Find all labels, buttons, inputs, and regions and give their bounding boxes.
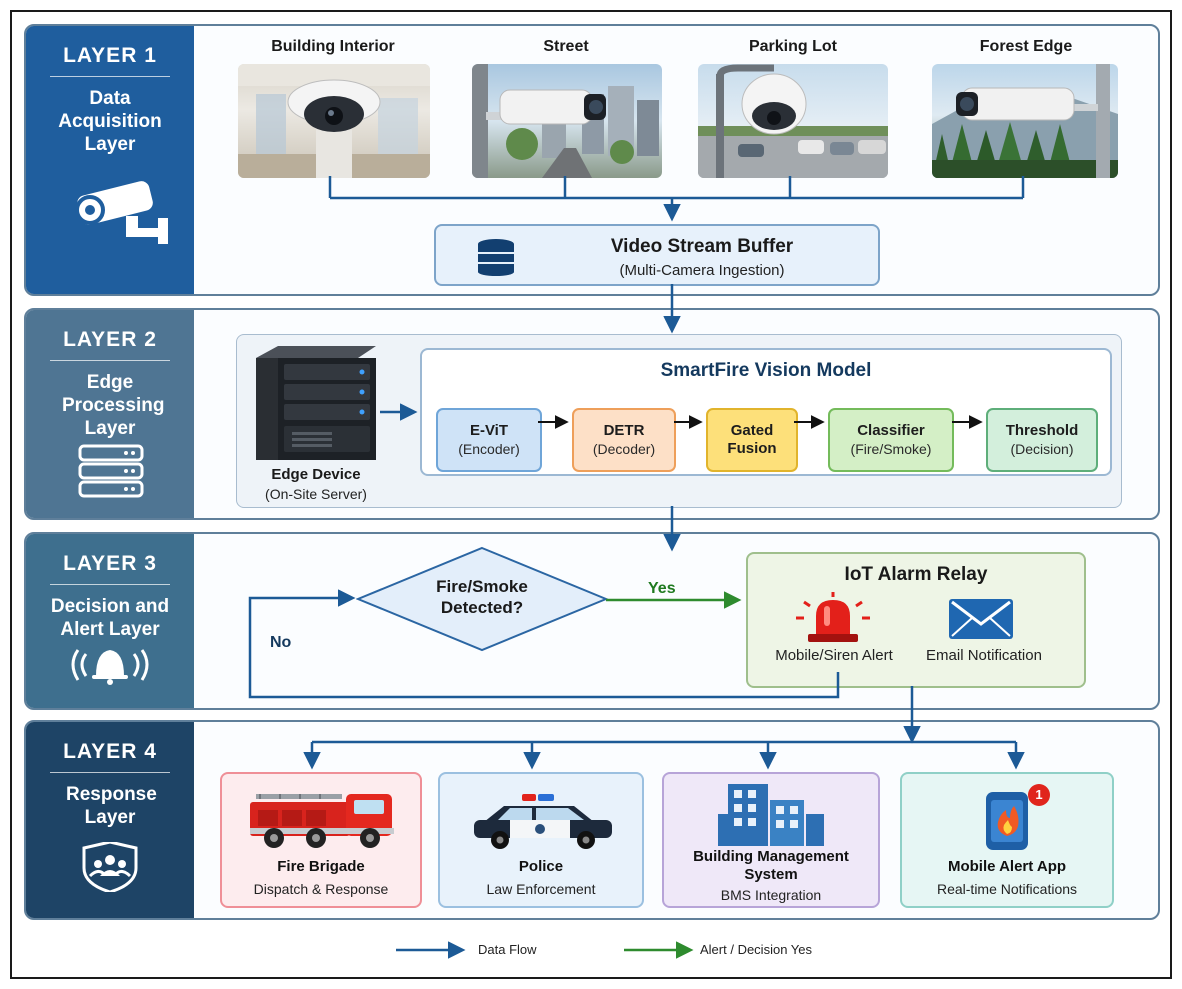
- stage-title: Classifier: [857, 422, 925, 439]
- no-label: No: [270, 634, 292, 651]
- stage-title: DETR: [603, 422, 645, 439]
- stage-title: E-ViT: [469, 422, 509, 439]
- responder-fire-brigade: Fire Brigade Dispatch & Response: [220, 772, 422, 908]
- divider: [50, 772, 170, 773]
- camera-label-parking-lot: Parking Lot: [748, 38, 837, 55]
- layer-name: Data Acquisition Layer: [58, 88, 162, 155]
- notification-badge: 1: [1028, 784, 1050, 806]
- police-car-icon: [470, 794, 616, 855]
- stage-subtitle: (Decoder): [592, 441, 656, 457]
- camera-label-forest-edge: Forest Edge: [979, 38, 1073, 55]
- layer-number: LAYER 3: [63, 552, 157, 575]
- stage-title: Threshold: [1005, 422, 1079, 439]
- layer-number: LAYER 1: [63, 44, 157, 67]
- stage-subtitle: (Decision): [1010, 441, 1074, 457]
- layer-3-panel: LAYER 3 Decision and Alert Layer: [26, 534, 194, 708]
- video-stream-buffer-box: Video Stream Buffer (Multi-Camera Ingest…: [434, 224, 880, 286]
- layer-1-panel: LAYER 1 Data Acquisition Layer: [26, 26, 194, 294]
- layer-3: LAYER 3 Decision and Alert Layer Fire/Sm…: [24, 532, 1160, 710]
- layer-2-panel: LAYER 2 Edge Processing Layer: [26, 310, 194, 518]
- siren-alert-label: Mobile/Siren Alert: [775, 647, 893, 664]
- divider: [50, 76, 170, 77]
- legend-alert-label: Alert / Decision Yes: [700, 942, 813, 957]
- stage-subtitle: (Encoder): [458, 441, 520, 457]
- responder-police: Police Law Enforcement: [438, 772, 644, 908]
- stage-e-vit: E-ViT (Encoder): [436, 408, 542, 472]
- responder-subtitle: Real-time Notifications: [936, 881, 1078, 897]
- phone-fire-icon: [980, 780, 1050, 857]
- email-notification-label: Email Notification: [926, 647, 1042, 664]
- stage-title: Gated Fusion: [727, 422, 777, 457]
- layer-4-panel: LAYER 4 Response Layer: [26, 722, 194, 918]
- edge-device-title: Edge Device: [271, 466, 361, 483]
- smartfire-vision-model-box: SmartFire Vision Model E-ViT (Encoder) D…: [420, 348, 1112, 476]
- iot-alarm-relay-box: IoT Alarm Relay Mobile/Siren Alert E: [746, 552, 1086, 688]
- server-tower-icon: [248, 344, 384, 467]
- buffer-title: Video Stream Buffer: [610, 236, 794, 257]
- layer-2: LAYER 2 Edge Processing Layer: [24, 308, 1160, 520]
- responder-title: Fire Brigade: [277, 858, 365, 875]
- responder-mobile-alert-app: 1 Mobile Alert App Real-time Notificatio…: [900, 772, 1114, 908]
- buffer-subtitle: (Multi-Camera Ingestion): [619, 262, 785, 279]
- layer-number: LAYER 4: [63, 740, 157, 763]
- responder-title: Mobile Alert App: [947, 858, 1067, 875]
- relay-title: IoT Alarm Relay: [844, 564, 988, 585]
- siren-icon: [790, 592, 876, 649]
- layer-4: LAYER 4 Response Layer: [24, 720, 1160, 920]
- responder-bms: Building Management System BMS Integrati…: [662, 772, 880, 908]
- stage-classifier: Classifier (Fire/Smoke): [828, 408, 954, 472]
- responder-title: Building Management System: [693, 848, 849, 883]
- layer-1: LAYER 1 Data Acquisition Layer Building …: [24, 24, 1160, 296]
- server-stack-icon: [26, 444, 194, 503]
- stage-gated-fusion: Gated Fusion: [706, 408, 798, 472]
- legend-data-flow-label: Data Flow: [478, 942, 537, 957]
- responder-subtitle: Dispatch & Response: [253, 881, 389, 897]
- layer-name: Edge Processing Layer: [62, 372, 165, 439]
- responder-title: Police: [518, 858, 564, 875]
- layer-name: Decision and Alert Layer: [50, 596, 170, 640]
- responder-subtitle: BMS Integration: [720, 887, 822, 903]
- divider: [50, 584, 170, 585]
- edge-device-subtitle: (On-Site Server): [265, 486, 367, 502]
- yes-label: Yes: [648, 580, 676, 597]
- stage-detr: DETR (Decoder): [572, 408, 676, 472]
- database-icon: [476, 238, 516, 281]
- stage-threshold: Threshold (Decision): [986, 408, 1098, 472]
- cctv-camera-icon: [26, 174, 194, 259]
- buildings-icon: [718, 784, 826, 851]
- layer-number: LAYER 2: [63, 328, 157, 351]
- camera-label-street: Street: [543, 38, 589, 55]
- email-icon: [948, 598, 1014, 645]
- people-shield-icon: [26, 840, 194, 897]
- alarm-bell-icon: [26, 644, 194, 691]
- camera-label-building-interior: Building Interior: [271, 38, 395, 55]
- dome-camera-icon: [698, 64, 888, 178]
- decision-label: Fire/Smoke Detected?: [436, 577, 528, 617]
- layer-name: Response Layer: [66, 784, 157, 828]
- model-title: SmartFire Vision Model: [660, 360, 872, 381]
- dome-camera-icon: [238, 64, 430, 178]
- stage-subtitle: (Fire/Smoke): [850, 441, 932, 457]
- responder-subtitle: Law Enforcement: [486, 881, 596, 897]
- bullet-camera-icon: [472, 64, 662, 178]
- bullet-camera-icon: [932, 64, 1118, 178]
- fire-truck-icon: [246, 788, 400, 855]
- divider: [50, 360, 170, 361]
